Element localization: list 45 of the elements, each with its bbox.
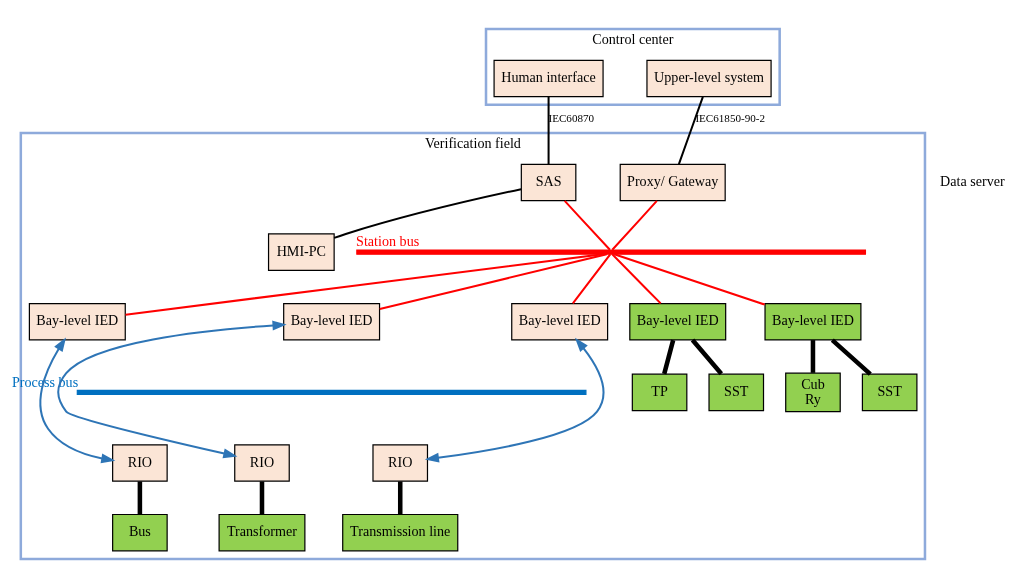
- connector: [547, 96, 550, 165]
- connector: [333, 188, 522, 239]
- node-box: RIO: [372, 444, 429, 482]
- connector: [572, 253, 612, 304]
- node-box: Bay-level IED: [764, 303, 862, 341]
- node-label: Station bus: [356, 233, 420, 250]
- arrow: [39, 337, 116, 464]
- connector: [563, 200, 611, 251]
- node-box: Cub Ry: [785, 372, 841, 413]
- connector: [379, 253, 607, 311]
- node-box: Upper-level system: [646, 59, 772, 98]
- arrow: [57, 320, 287, 459]
- node-box: RIO: [112, 444, 168, 482]
- node-box: Human interface: [493, 59, 604, 98]
- node-box: Proxy/ Gateway: [619, 163, 726, 202]
- node-bar: [76, 389, 587, 395]
- node-box: Bay-level IED: [283, 303, 381, 341]
- label: Data server: [940, 173, 1005, 190]
- connector: [137, 481, 143, 515]
- node-box: HMI-PC: [267, 233, 335, 271]
- node-box: RIO: [234, 444, 290, 482]
- connector: [662, 339, 676, 375]
- node-box: Bay-level IED: [629, 303, 727, 341]
- connector: [259, 481, 265, 515]
- node-bar: [356, 249, 867, 255]
- node-box: Bus: [112, 513, 168, 552]
- node-box: Transmission line: [342, 513, 459, 552]
- connector: [125, 253, 603, 316]
- connector: [611, 200, 658, 251]
- connector: [677, 96, 704, 165]
- node-box: Bay-level IED: [28, 303, 126, 341]
- connector: [690, 338, 724, 376]
- node-box: SST: [708, 373, 765, 412]
- edge-label: IEC61850-90-2: [695, 111, 766, 124]
- connector: [830, 338, 872, 376]
- node-box: Transformer: [218, 513, 306, 552]
- node-box: SAS: [520, 163, 577, 202]
- arrow: [424, 337, 605, 463]
- connector: [611, 253, 662, 305]
- node-box: TP: [631, 373, 688, 412]
- connector: [810, 340, 816, 373]
- node-box: Bay-level IED: [511, 303, 609, 341]
- node-box: SST: [861, 373, 918, 412]
- connector: [397, 481, 403, 515]
- connector: [614, 253, 765, 306]
